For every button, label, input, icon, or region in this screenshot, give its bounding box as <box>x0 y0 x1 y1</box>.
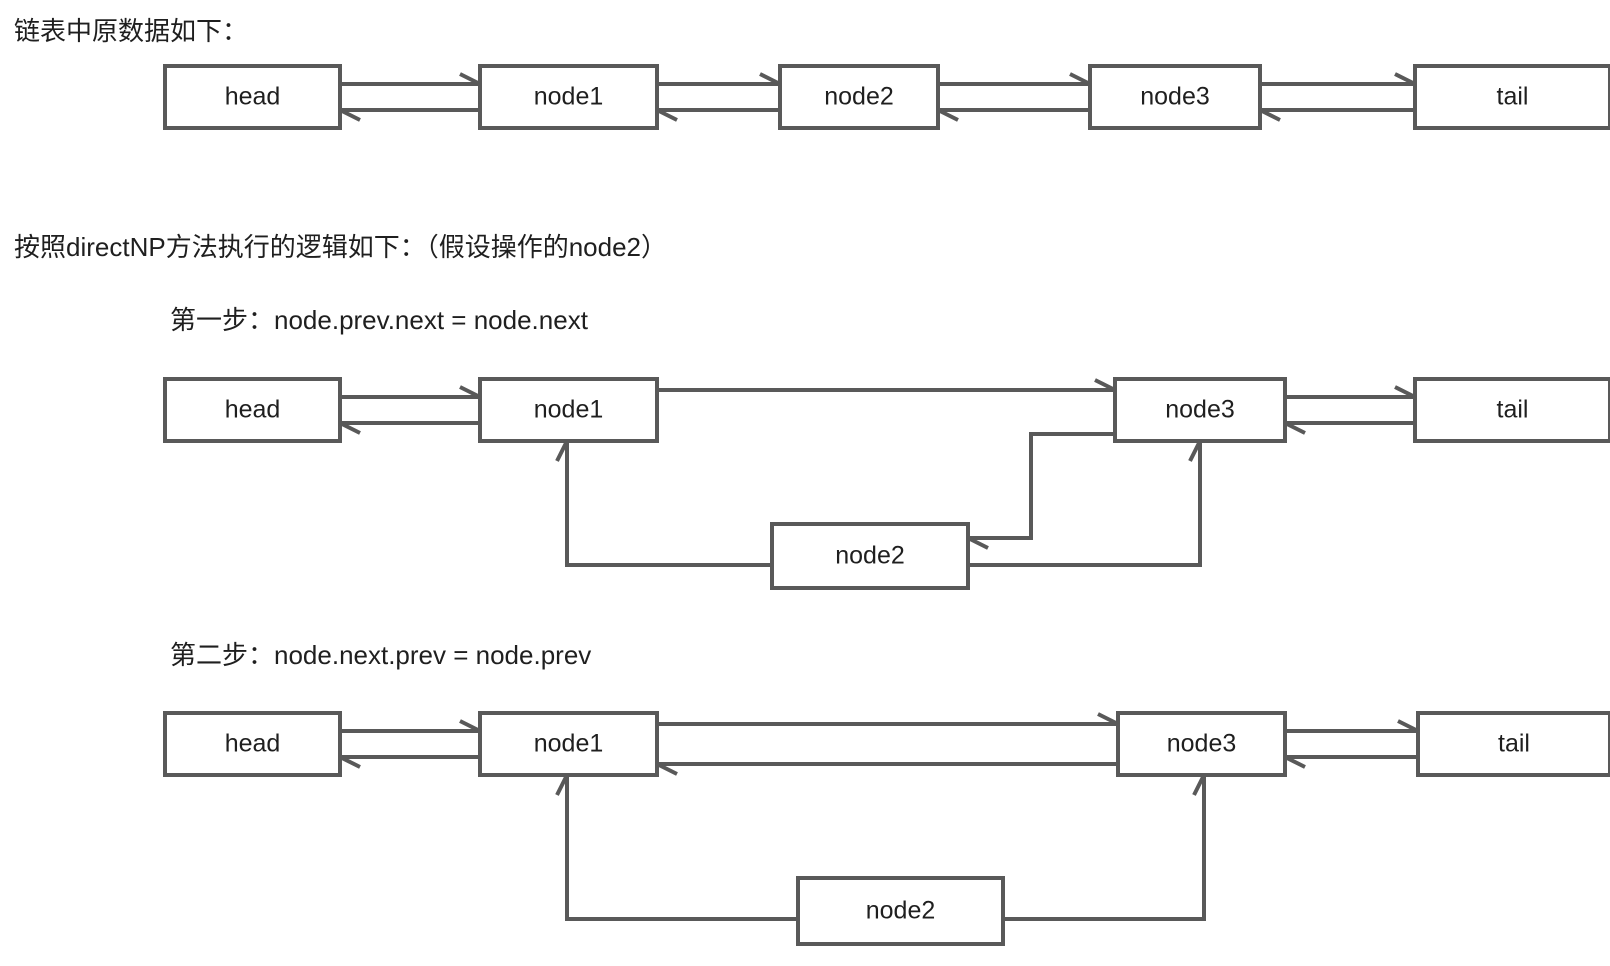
step2-diagram-node-node3-box <box>1116 711 1287 777</box>
step1-diagram-link-node1-to-node3-arrow-icon <box>1094 378 1116 392</box>
original-list-link-head-to-node1-arrow-icon <box>459 72 481 86</box>
step1-diagram-node-node2-label: node2 <box>835 542 905 570</box>
original-list-link-node2-to-node1-arrow-icon <box>656 108 678 122</box>
step2-diagram: head node1 node3 tail node2 <box>163 711 1610 946</box>
original-list-node-node3: node3 <box>1088 64 1262 130</box>
step1-diagram-node-tail-box <box>1413 377 1610 443</box>
step1-diagram-node-tail: tail <box>1413 377 1610 443</box>
original-list-link-node3-to-node2-arrow-icon <box>937 108 959 122</box>
original-list-node-node2: node2 <box>778 64 940 130</box>
step1-diagram-node-head-box <box>163 377 342 443</box>
original-list-link-node2-to-node3-arrow-icon <box>1069 72 1091 86</box>
step1-diagram-node-node3-label: node3 <box>1165 396 1235 424</box>
step1-diagram-node-node1: node1 <box>478 377 659 443</box>
step2-diagram-link-node1-to-node3-arrow-icon <box>1097 712 1119 726</box>
step1-diagram-node-node2-box <box>770 522 970 590</box>
step1-diagram-node-tail-label: tail <box>1497 396 1529 424</box>
step1-diagram-link-tail-to-node3-arrow-icon <box>1284 421 1306 435</box>
original-list-node-node2-label: node2 <box>824 83 894 111</box>
step2-diagram-node-head-label: head <box>225 730 281 758</box>
step1-diagram-link-node2-to-node1-arrow-icon <box>555 440 569 462</box>
step2-diagram-link-node2-to-node3 <box>1003 775 1206 921</box>
step2-diagram-node-node1: node1 <box>478 711 659 777</box>
step1-diagram-node-node1-label: node1 <box>534 396 604 424</box>
step2-diagram-node-node1-label: node1 <box>534 730 604 758</box>
step2-diagram-node-node1-box <box>478 711 659 777</box>
caption-step2-label: 第二步：node.next.prev = node.prev <box>170 640 592 670</box>
step1-diagram-node-node3: node3 <box>1113 377 1287 443</box>
step1-diagram-link-node3-to-node2 <box>968 432 1115 540</box>
step2-diagram-node-head: head <box>163 711 342 777</box>
step2-diagram-link-head-to-node1-arrow-icon <box>459 719 481 733</box>
original-list-nodes: head node1 node2 node3 tail <box>163 64 1610 130</box>
original-list-node-head-label: head <box>225 83 281 111</box>
original-list-node-tail-box <box>1413 64 1610 130</box>
step1-diagram-node-node2: node2 <box>770 522 970 590</box>
original-list-link-tail-to-node3-arrow-icon <box>1259 108 1281 122</box>
step2-diagram-node-node2: node2 <box>796 876 1005 946</box>
step2-diagram-link-node2-to-node3-arrow-icon <box>1192 774 1206 796</box>
original-list-link-node3-to-tail-arrow-icon <box>1394 72 1416 86</box>
original-list-node-node1-box <box>478 64 659 130</box>
step1-diagram-link-node1-to-head-arrow-icon <box>339 421 361 435</box>
step2-diagram-node-tail-label: tail <box>1498 730 1530 758</box>
step2-diagram-node-tail: tail <box>1416 711 1610 777</box>
step2-diagram-nodes: head node1 node3 tail node2 <box>163 711 1610 946</box>
caption-intro: 链表中原数据如下： <box>14 16 249 46</box>
original-list-node-node3-label: node3 <box>1140 83 1210 111</box>
caption-logic: 按照directNP方法执行的逻辑如下：（假设操作的node2） <box>14 232 667 262</box>
step2-diagram-link-node2-to-node1-arrow-icon <box>555 774 569 796</box>
step2-diagram-node-node2-box <box>796 876 1005 946</box>
original-list: head node1 node2 node3 tail <box>163 64 1610 130</box>
step2-diagram-node-tail-box <box>1416 711 1610 777</box>
step1-diagram-link-node3-to-tail-arrow-icon <box>1394 385 1416 399</box>
original-list-node-head-box <box>163 64 342 130</box>
original-list-node-node2-box <box>778 64 940 130</box>
step1-diagram-edges <box>339 378 1416 567</box>
step2-diagram-link-tail-to-node3-arrow-icon <box>1284 755 1306 769</box>
original-list-node-tail-label: tail <box>1497 83 1529 111</box>
caption-step1-label: 第一步：node.prev.next = node.next <box>170 305 588 335</box>
step2-diagram-node-node3-label: node3 <box>1167 730 1237 758</box>
original-list-node-node3-box <box>1088 64 1262 130</box>
step2-diagram-link-node1-to-head-arrow-icon <box>339 755 361 769</box>
step2-diagram-link-node3-to-node1-arrow-icon <box>656 762 678 776</box>
step2-diagram-link-node3-to-tail-arrow-icon <box>1397 719 1419 733</box>
step2-diagram-node-node3: node3 <box>1116 711 1287 777</box>
step1-diagram-node-head-label: head <box>225 396 281 424</box>
step2-diagram-node-node2-label: node2 <box>866 897 936 925</box>
step1-diagram-link-node2-to-node1 <box>565 441 772 567</box>
step2-diagram-link-node2-to-node1 <box>565 775 798 921</box>
original-list-link-node1-to-node2-arrow-icon <box>759 72 781 86</box>
step1-diagram-link-node3-to-node2-arrow-icon <box>967 536 989 550</box>
step1-diagram-nodes: head node1 node3 tail node2 <box>163 377 1610 590</box>
step2-diagram-edges <box>339 712 1419 921</box>
original-list-node-node1-label: node1 <box>534 83 604 111</box>
step2-diagram-node-head-box <box>163 711 342 777</box>
step1-diagram-node-node3-box <box>1113 377 1287 443</box>
step1-diagram-link-node2-to-node3 <box>968 441 1202 567</box>
step1-diagram: head node1 node3 tail node2 <box>163 377 1610 590</box>
step1-diagram-node-node1-box <box>478 377 659 443</box>
original-list-node-head: head <box>163 64 342 130</box>
original-list-node-node1: node1 <box>478 64 659 130</box>
step1-diagram-node-head: head <box>163 377 342 443</box>
original-list-link-node1-to-head-arrow-icon <box>339 108 361 122</box>
original-list-node-tail: tail <box>1413 64 1610 130</box>
original-list-edges <box>339 72 1416 122</box>
step1-diagram-link-head-to-node1-arrow-icon <box>459 385 481 399</box>
step1-diagram-link-node2-to-node3-arrow-icon <box>1188 440 1202 462</box>
